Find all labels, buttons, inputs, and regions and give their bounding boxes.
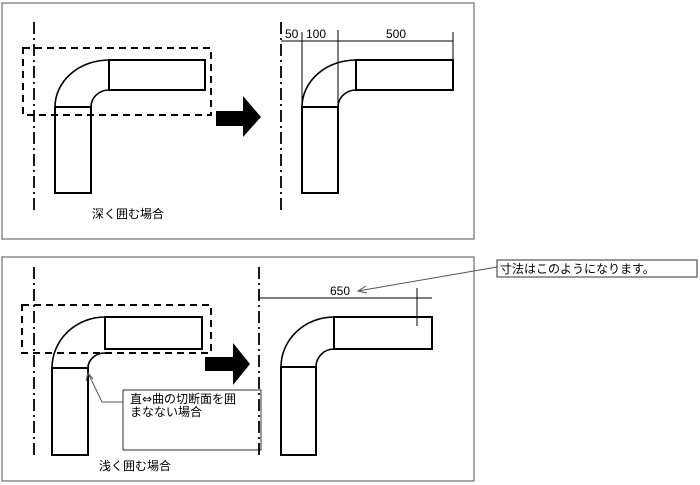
callout-box <box>496 259 698 278</box>
callout-text: 寸法はこのようになります。 <box>500 262 655 276</box>
horizontal-duct-2b <box>333 316 433 350</box>
note-line-1: 直⇔曲の切断面を囲 <box>130 391 236 406</box>
dim-label-500: 500 <box>386 27 406 41</box>
dim-label-50: 50 <box>285 27 299 41</box>
elbow-outer-arc-1 <box>54 59 110 108</box>
note-box <box>122 389 262 451</box>
vertical-duct-1b <box>301 106 339 194</box>
caption-shallow: 浅く囲む場合 <box>99 458 171 473</box>
selection-box-deep <box>22 47 212 116</box>
right-arrow-icon-1 <box>216 96 261 137</box>
vertical-duct-1 <box>54 106 92 194</box>
right-arrow-icon-2 <box>205 343 250 385</box>
elbow-outer-arc-1b <box>301 59 357 108</box>
dim-label-650: 650 <box>330 284 350 298</box>
elbow-inner-arc-1 <box>90 89 110 108</box>
vertical-duct-2 <box>51 367 89 456</box>
elbow-inner-arc-2 <box>87 352 106 369</box>
horizontal-duct-1b <box>355 59 454 91</box>
note-leader-line <box>87 372 123 403</box>
horizontal-duct-1 <box>108 59 206 91</box>
caption-deep: 深く囲む場合 <box>92 206 164 221</box>
note-line-2: まなない場合 <box>130 404 202 419</box>
callout-leader-line <box>357 266 498 292</box>
vertical-duct-2b <box>280 366 317 456</box>
note-leader-arrowhead <box>85 371 94 382</box>
horizontal-duct-2 <box>104 316 203 350</box>
elbow-outer-arc-2b <box>280 316 335 368</box>
callout-leader-arrowhead <box>356 285 368 294</box>
elbow-outer-arc-2 <box>51 316 106 369</box>
elbow-inner-arc-2b <box>315 348 335 368</box>
dim-label-100: 100 <box>306 27 326 41</box>
selection-box-shallow <box>21 304 212 354</box>
